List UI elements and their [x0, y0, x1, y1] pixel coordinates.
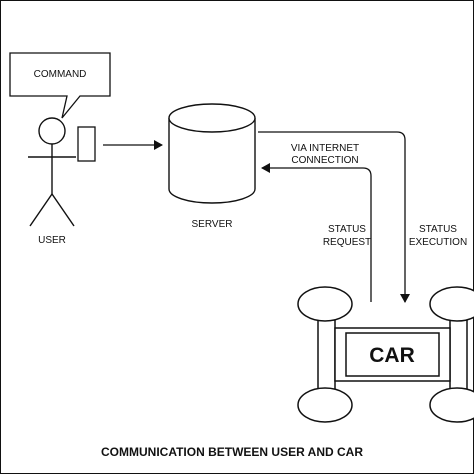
server-label: SERVER	[192, 219, 233, 230]
car-icon	[297, 286, 474, 423]
user-label: USER	[38, 235, 66, 246]
status-request-line1: STATUS	[328, 224, 366, 235]
via-label-line2: CONNECTION	[291, 155, 358, 166]
diagram-caption: COMMUNICATION BETWEEN USER AND CAR	[101, 445, 363, 459]
status-request-line2: REQUEST	[323, 237, 371, 248]
status-execution-line2: EXECUTION	[409, 237, 467, 248]
via-label-line1: VIA INTERNET	[291, 143, 359, 154]
status-execution-line1: STATUS	[419, 224, 457, 235]
command-speech-bubble: COMMAND	[9, 52, 111, 119]
mobile-device-icon	[77, 126, 96, 162]
user-figure-icon	[28, 117, 76, 227]
command-label: COMMAND	[34, 69, 87, 80]
server-database-icon	[168, 103, 256, 204]
server-to-car-arrow	[258, 131, 410, 303]
car-to-server-arrow	[261, 163, 372, 302]
car-label: CAR	[369, 344, 415, 367]
